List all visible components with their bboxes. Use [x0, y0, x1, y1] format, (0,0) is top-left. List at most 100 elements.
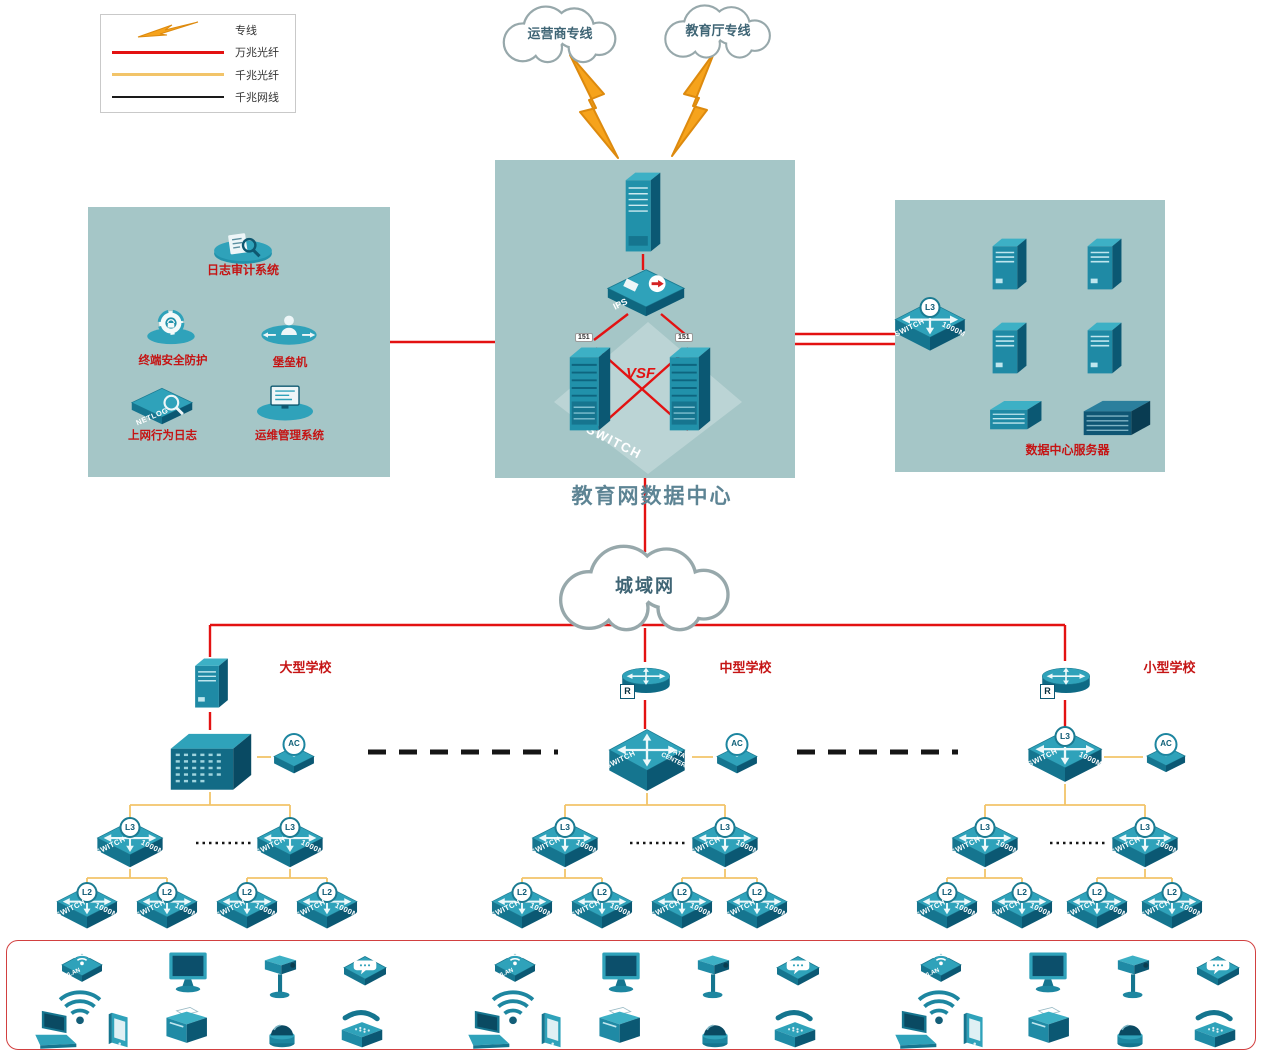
server-icon: [662, 336, 718, 440]
ptz-camera-icon[interactable]: [255, 950, 301, 1002]
desktop-icon[interactable]: [162, 948, 214, 996]
l2-switch[interactable]: L2 SWITCH 1000M: [54, 882, 120, 931]
small-school-ac[interactable]: AC: [1144, 733, 1188, 775]
printer-icon[interactable]: [1020, 1004, 1074, 1048]
large-school-core-switch[interactable]: [165, 729, 257, 793]
l2-switch[interactable]: L2 SWITCH 1000M: [134, 882, 200, 931]
l3-switch[interactable]: L3 SWITCH 1000M: [1109, 817, 1181, 870]
desktop-icon[interactable]: [1022, 948, 1074, 996]
man-cloud[interactable]: 城域网: [536, 544, 754, 640]
l2-badge: L2: [316, 882, 338, 903]
l2-badge: L2: [591, 882, 613, 903]
ac-badge: AC: [725, 733, 749, 756]
datacenter-server[interactable]: [1080, 234, 1126, 294]
serverzone-core-switch[interactable]: SWITCH 1000M L3: [893, 297, 967, 354]
l2-switch[interactable]: L2 SWITCH 1000M: [649, 882, 715, 931]
legend-row-dedicated: 专线: [109, 20, 287, 40]
medium-school-router[interactable]: R: [619, 660, 673, 700]
l3-badge: L3: [119, 817, 141, 838]
l3-switch[interactable]: L3 SWITCH 1000M: [689, 817, 761, 870]
education-cloud[interactable]: 教育厅专线: [642, 4, 794, 64]
ptz-camera-icon[interactable]: [688, 950, 734, 1002]
core-gateway-device[interactable]: [618, 168, 668, 258]
camera-icon: [255, 950, 301, 1002]
telephone-icon: [335, 1006, 389, 1050]
smartphone-icon[interactable]: [528, 1008, 568, 1052]
l3-switch[interactable]: L3 SWITCH 1000M: [254, 817, 326, 870]
large-school-server[interactable]: [189, 654, 231, 712]
chat-device-icon[interactable]: [1192, 950, 1244, 992]
small-school-router[interactable]: R: [1039, 660, 1093, 700]
monitor-icon: [1022, 948, 1074, 996]
medium-school-core-switch[interactable]: SWITCH DATA CENTER: [603, 728, 691, 794]
bastion-host-icon[interactable]: [256, 310, 322, 352]
fax-phone-icon[interactable]: [335, 1006, 389, 1050]
phone-icon: [528, 1008, 568, 1052]
l2-badge: L2: [1011, 882, 1033, 903]
camera-icon: [688, 950, 734, 1002]
l2-switch[interactable]: L2 SWITCH 1000M: [214, 882, 280, 931]
datacenter-server[interactable]: [985, 234, 1031, 294]
l3-switch[interactable]: L3 SWITCH 1000M: [529, 817, 601, 870]
shield-icon: [138, 303, 204, 351]
large-school-ac[interactable]: AC: [271, 733, 317, 776]
l2-badge: L2: [236, 882, 258, 903]
fax-phone-icon[interactable]: [768, 1006, 822, 1050]
l3-switch[interactable]: L3 SWITCH 1000M: [949, 817, 1021, 870]
school-label-medium: 中型学校: [719, 660, 772, 675]
l2-switch[interactable]: L2 SWITCH 1000M: [1139, 882, 1205, 931]
smartphone-icon[interactable]: [95, 1008, 135, 1052]
l2-badge: L2: [1086, 882, 1108, 903]
l2-switch[interactable]: L2 SWITCH 1000M: [989, 882, 1055, 931]
l2-switch[interactable]: L2 SWITCH 1000M: [569, 882, 635, 931]
l2-badge: L2: [671, 882, 693, 903]
smartphone-icon[interactable]: [950, 1008, 990, 1052]
l2-switch[interactable]: L2 SWITCH 1000M: [1064, 882, 1130, 931]
medium-school-ac[interactable]: AC: [714, 733, 760, 776]
rack-server[interactable]: [983, 396, 1045, 436]
ptz-camera-icon[interactable]: [1108, 950, 1154, 1002]
desktop-icon[interactable]: [595, 948, 647, 996]
rack-server-wide[interactable]: [1078, 396, 1154, 440]
rack-icon: [1078, 396, 1154, 440]
printer-icon[interactable]: [591, 1004, 645, 1048]
fax-phone-icon[interactable]: [1188, 1006, 1242, 1050]
ips-icon: [604, 266, 688, 320]
l3-switch[interactable]: L3 SWITCH 1000M: [94, 817, 166, 870]
chassis-icon: [165, 729, 257, 793]
l2-badge: L2: [746, 882, 768, 903]
terminal-security-label: 终端安全防护: [138, 355, 208, 367]
l2-switch[interactable]: L2 SWITCH 1000M: [489, 882, 555, 931]
legend-label: 千兆光纤: [235, 69, 279, 82]
dome-camera-icon[interactable]: [693, 1002, 737, 1050]
vsf-server-2[interactable]: 151: [662, 333, 718, 440]
printer-icon[interactable]: [158, 1004, 212, 1048]
speech-bubble-icon: [772, 950, 824, 992]
l3-badge: L3: [974, 817, 996, 838]
vsf-server-1[interactable]: 151: [562, 333, 618, 440]
datacenter-server[interactable]: [985, 318, 1031, 378]
dome-camera-icon[interactable]: [260, 1002, 304, 1050]
dome-camera-icon[interactable]: [1108, 1002, 1152, 1050]
small-school-core-switch[interactable]: L3 SWITCH 1000M: [1026, 726, 1104, 785]
chat-device-icon[interactable]: [772, 950, 824, 992]
legend-label: 专线: [235, 25, 257, 37]
l2-switch[interactable]: L2 SWITCH 1000M: [294, 882, 360, 931]
laptop-icon[interactable]: [888, 1006, 942, 1052]
rack-icon: [983, 396, 1045, 436]
server-icon: [562, 336, 618, 440]
carrier-cloud[interactable]: 运营商专线: [484, 5, 636, 69]
laptop-icon[interactable]: [28, 1006, 82, 1052]
terminal-security-icon[interactable]: [138, 303, 204, 351]
l2-switch[interactable]: L2 SWITCH 1000M: [724, 882, 790, 931]
l3-badge: L3: [279, 817, 301, 838]
netlog-device[interactable]: NETLOG: [126, 385, 198, 429]
ac-badge: AC: [282, 733, 306, 756]
laptop-icon[interactable]: [461, 1006, 515, 1052]
chat-device-icon[interactable]: [339, 950, 391, 992]
om-system-icon[interactable]: [250, 380, 320, 426]
l2-switch[interactable]: L2 SWITCH 1000M: [914, 882, 980, 931]
ips-device[interactable]: IPS: [604, 266, 688, 320]
l2-badge: L2: [511, 882, 533, 903]
datacenter-server[interactable]: [1080, 318, 1126, 378]
